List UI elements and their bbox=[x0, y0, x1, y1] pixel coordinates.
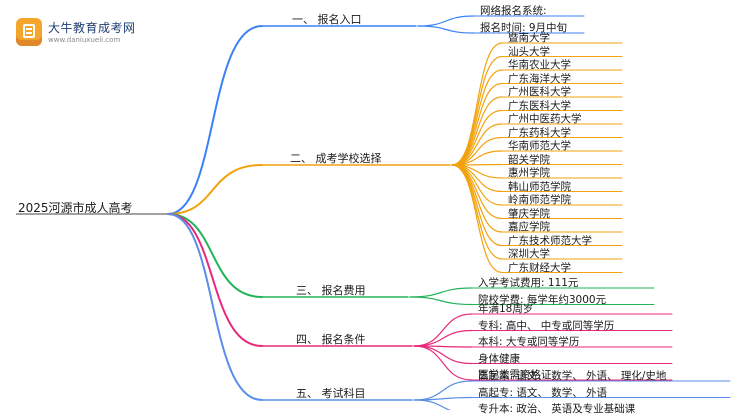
branch-connector bbox=[167, 213, 263, 298]
leaf-node: 肇庆学院 bbox=[508, 207, 550, 220]
leaf-node: 汕头大学 bbox=[508, 45, 550, 58]
leaf-connector bbox=[413, 329, 473, 347]
leaf-node: 年满18周岁 bbox=[478, 303, 534, 315]
leaf-node: 广东财经大学 bbox=[508, 261, 571, 274]
site-logo[interactable]: 大牛教育成考网 www.daniuxueli.com bbox=[10, 16, 140, 50]
leaf-node: 惠州学院 bbox=[508, 167, 550, 179]
branch-connector bbox=[167, 213, 263, 347]
leaf-node: 韶关学院 bbox=[508, 153, 550, 166]
leaf-connector bbox=[417, 15, 475, 27]
branch-label: 五、 考试科目 bbox=[296, 387, 366, 400]
leaf-node: 广东医科大学 bbox=[508, 99, 571, 112]
logo-name: 大牛教育成考网 bbox=[48, 21, 136, 35]
leaf-node: 广东海洋大学 bbox=[508, 72, 571, 85]
leaf-node: 广州中医药大学 bbox=[508, 113, 582, 125]
leaf-connector bbox=[413, 399, 451, 410]
leaf-connector bbox=[451, 55, 503, 166]
leaf-node: 高起专: 语文、 数学、 外语 bbox=[478, 386, 608, 399]
leaf-connector bbox=[451, 42, 503, 166]
leaf-node: 广东药科大学 bbox=[508, 126, 571, 139]
leaf-node: 广州医科大学 bbox=[508, 86, 571, 98]
leaf-connector bbox=[413, 396, 473, 401]
leaf-node: 华南师范大学 bbox=[508, 140, 571, 152]
branch-label: 二、 成考学校选择 bbox=[290, 152, 382, 165]
leaf-connector bbox=[413, 313, 473, 347]
leaf-node: 嘉应学院 bbox=[508, 221, 550, 233]
logo-url: www.daniuxueli.com bbox=[48, 36, 121, 44]
leaf-connector bbox=[451, 69, 503, 166]
leaf-node: 身体健康 bbox=[478, 352, 520, 365]
leaf-node: 专科: 高中、 中专或同等学历 bbox=[478, 319, 615, 332]
leaf-node: 入学考试费用: 111元 bbox=[478, 277, 579, 289]
root-node: 2025河源市成人高考 bbox=[18, 201, 133, 215]
leaf-connector bbox=[451, 82, 503, 166]
leaf-node: 深圳大学 bbox=[508, 248, 550, 260]
branch-connector bbox=[167, 164, 263, 215]
leaf-node: 本科: 大专或同等学历 bbox=[478, 336, 580, 348]
book-icon bbox=[16, 18, 42, 46]
leaf-node: 广东技术师范大学 bbox=[508, 234, 592, 247]
leaf-connector bbox=[409, 287, 473, 298]
leaf-node: 韩山师范学院 bbox=[508, 180, 571, 193]
branch-connector bbox=[167, 213, 263, 401]
leaf-node: 医学类需资格证 bbox=[478, 369, 552, 381]
leaf-node: 华南农业大学 bbox=[508, 59, 571, 71]
leaf-connector bbox=[413, 345, 473, 381]
leaf-connector bbox=[451, 164, 503, 274]
leaf-node: 报名时间: 9月中旬 bbox=[480, 22, 568, 34]
branch-label: 四、 报名条件 bbox=[296, 333, 366, 346]
branch-connector bbox=[167, 25, 263, 215]
leaf-connector bbox=[451, 96, 503, 166]
leaf-connector bbox=[417, 25, 475, 34]
leaf-node: 专升本: 政治、 英语及专业基础课 bbox=[478, 403, 636, 415]
leaf-node: 高起本: 语文、 数学、 外语、 理化/史地 bbox=[478, 370, 667, 382]
branch-label: 三、 报名费用 bbox=[296, 284, 366, 297]
leaf-node: 暨南大学 bbox=[508, 32, 550, 44]
leaf-node: 岭南师范学院 bbox=[508, 194, 571, 206]
leaf-connector bbox=[409, 296, 473, 306]
branch-label: 一、 报名入口 bbox=[292, 13, 362, 26]
leaf-node: 院校学费: 每学年约3000元 bbox=[478, 293, 607, 306]
leaf-connector bbox=[413, 345, 473, 365]
leaf-node: 网络报名系统: bbox=[480, 5, 547, 17]
leaf-connector bbox=[451, 164, 503, 233]
